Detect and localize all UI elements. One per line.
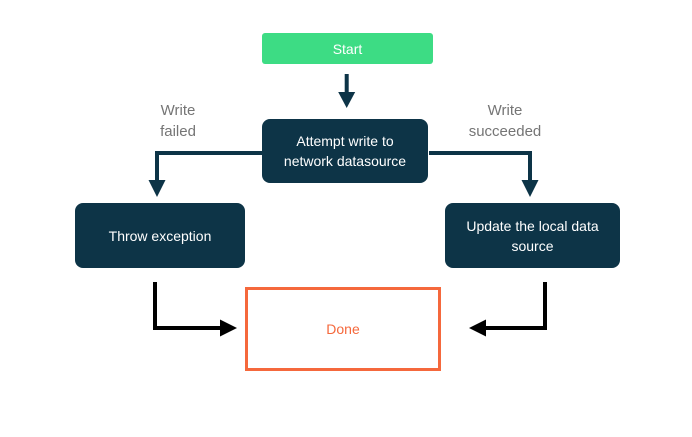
node-done: Done bbox=[245, 287, 441, 371]
node-start: Start bbox=[262, 33, 433, 64]
edge-update-to-done bbox=[469, 282, 547, 337]
edge-label-write-succeeded: Write succeeded bbox=[468, 102, 542, 140]
edge-label-write-failed: Write failed bbox=[160, 102, 196, 140]
edge-throw-to-done bbox=[153, 282, 237, 337]
node-update-local-data: Update the local data source bbox=[445, 203, 620, 268]
edge-attempt-to-update bbox=[429, 151, 539, 197]
edge-start-to-attempt bbox=[338, 74, 356, 108]
edge-attempt-to-throw bbox=[148, 151, 262, 197]
node-throw-exception: Throw exception bbox=[75, 203, 245, 268]
node-attempt-write: Attempt write to network datasource bbox=[262, 119, 428, 183]
